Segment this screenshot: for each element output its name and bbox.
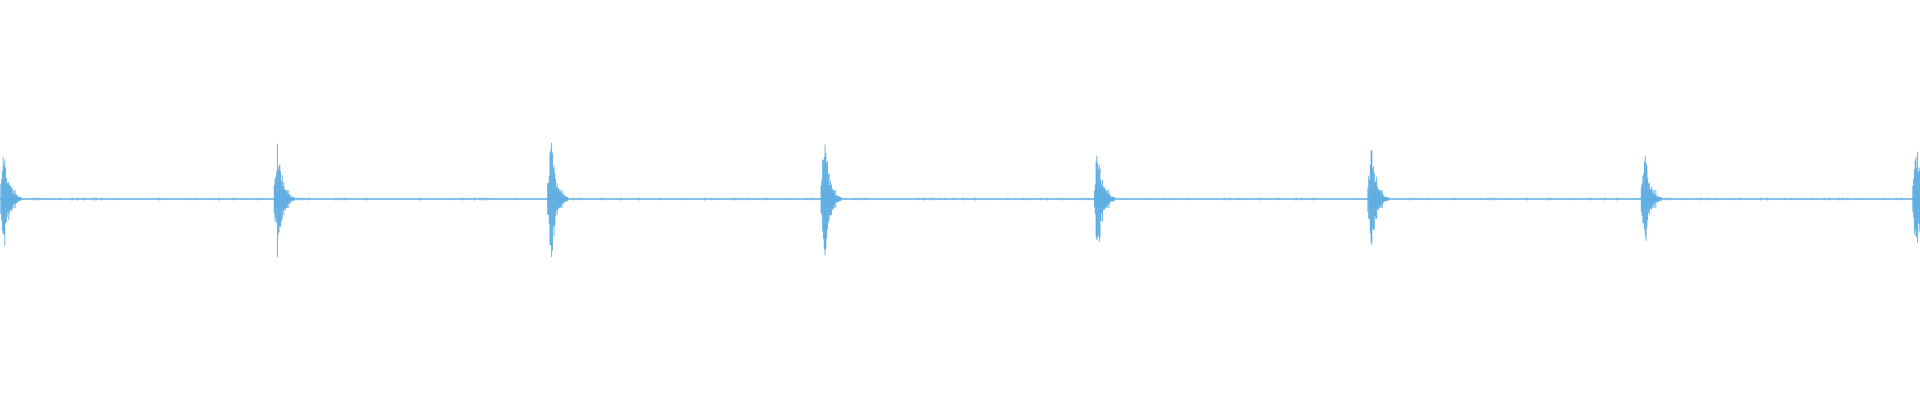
- waveform-burst: [820, 144, 842, 256]
- waveform-burst: [1094, 155, 1115, 243]
- burst-core: [2, 190, 16, 208]
- waveform-burst: [1367, 149, 1389, 245]
- waveform-bursts: [0, 142, 1920, 257]
- waveform-burst: [0, 157, 22, 247]
- burst-core: [1914, 190, 1920, 208]
- waveform-burst: [273, 143, 295, 257]
- burst-core: [548, 190, 563, 208]
- burst-core: [822, 190, 837, 208]
- waveform-burst: [1912, 151, 1920, 243]
- burst-core: [1095, 190, 1110, 208]
- burst-core: [1642, 190, 1657, 208]
- burst-core: [1369, 190, 1384, 208]
- burst-core: [275, 190, 290, 208]
- waveform-burst: [1640, 156, 1662, 241]
- waveform-burst: [547, 142, 569, 257]
